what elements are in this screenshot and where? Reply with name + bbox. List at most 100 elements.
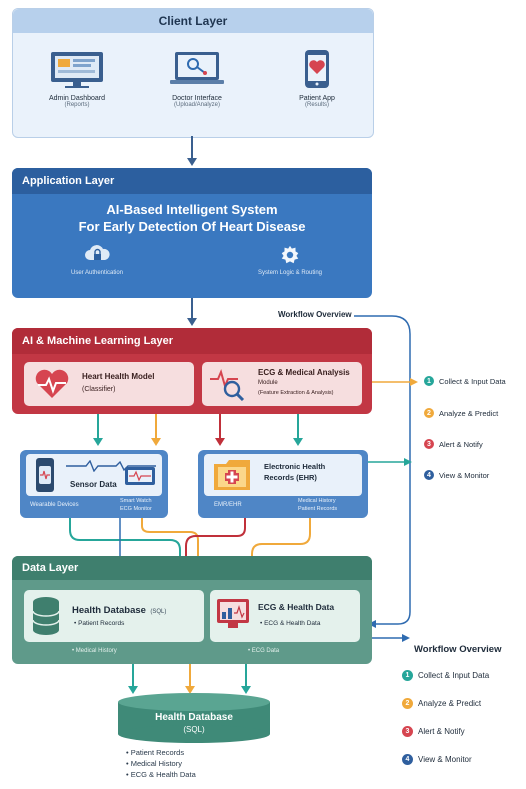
bottom-db-tag: (SQL)	[183, 725, 205, 734]
data-layer: Data Layer Health Database (SQL) • Patie…	[12, 556, 372, 664]
ecg-module-sub2: (Feature Extraction & Analysis)	[258, 390, 334, 396]
cloud-lock-icon	[85, 245, 110, 260]
workflow-top-step-1: 1 Collect & Input Data	[424, 376, 506, 386]
workflow-overview-bottom-title: Workflow Overview	[414, 644, 502, 655]
wearable-device-icon	[36, 458, 54, 492]
step-4-badge: 4	[424, 470, 434, 480]
bottom-db-list: • Patient Records • Medical History • EC…	[126, 748, 196, 779]
health-db-title-text: Health Database	[72, 605, 146, 616]
bottom-step-3-badge: 3	[402, 726, 413, 737]
ecg-analysis-module[interactable]: ECG & Medical Analysis Module (Feature E…	[202, 362, 362, 406]
system-logic-label: System Logic & Routing	[257, 270, 323, 276]
doctor-interface-label: Doctor Interface	[172, 95, 222, 102]
data-layer-title: Data Layer	[22, 562, 79, 574]
ecg-module-title: ECG & Medical Analysis	[258, 368, 350, 377]
bottom-db-item-3: • ECG & Health Data	[126, 770, 196, 779]
client-layer-header: Client Layer	[13, 9, 373, 33]
step-3-label: Alert & Notify	[439, 439, 483, 449]
bottom-db-item-2: • Medical History	[126, 759, 182, 768]
workflow-bottom-step-3: 3 Alert & Notify	[402, 726, 465, 737]
bottom-step-4-label: View & Monitor	[418, 755, 472, 764]
health-db-item: • Patient Records	[74, 620, 125, 627]
workflow-bottom-step-4: 4 View & Monitor	[402, 754, 472, 765]
heart-model-sub: (Classifier)	[82, 386, 116, 393]
ai-ml-layer-header: AI & Machine Learning Layer	[12, 328, 372, 354]
admin-dashboard-label: Admin Dashboard	[48, 95, 106, 102]
ai-ml-layer: AI & Machine Learning Layer Heart Health…	[12, 328, 372, 414]
phone-heart-icon	[305, 50, 329, 88]
ai-ml-layer-title: AI & Machine Learning Layer	[22, 335, 173, 347]
monitor-icon	[51, 52, 103, 88]
ehr-title2: Records (EHR)	[264, 473, 317, 482]
step-1-badge: 1	[424, 376, 434, 386]
ehr-right-label1: Medical History	[298, 498, 336, 504]
step-1-label: Collect & Input Data	[439, 376, 506, 386]
heart-health-model[interactable]: Heart Health Model (Classifier)	[24, 362, 194, 406]
ehr-card[interactable]: Electronic Health Records (EHR) EMR/EHR …	[198, 450, 368, 518]
bottom-step-2-badge: 2	[402, 698, 413, 709]
data-bottom-left: • Medical History	[72, 648, 117, 654]
system-title-line2: For Early Detection Of Heart Disease	[78, 219, 306, 234]
workflow-top-step-4: 4 View & Monitor	[424, 470, 489, 480]
data-layer-header: Data Layer	[12, 556, 372, 580]
bottom-database-cylinder	[118, 693, 270, 743]
bottom-db-item-1: • Patient Records	[126, 748, 185, 757]
health-database-card[interactable]: Health Database (SQL) • Patient Records	[24, 590, 204, 642]
system-logic-routing[interactable]: System Logic & Routing	[230, 244, 350, 276]
health-db-title: Health Database (SQL)	[72, 600, 166, 618]
ehr-inner: Electronic Health Records (EHR)	[204, 454, 362, 496]
workflow-overview-top-title: Workflow Overview	[276, 310, 354, 319]
ecg-health-data-card[interactable]: ECG & Health Data • ECG & Health Data	[210, 590, 360, 642]
ecg-health-item: • ECG & Health Data	[260, 620, 321, 627]
ehr-right-label2: Patient Records	[298, 506, 338, 512]
admin-dashboard-sub: (Reports)	[64, 102, 90, 108]
step-3-badge: 3	[424, 439, 434, 449]
sensor-title: Sensor Data	[70, 480, 117, 489]
bottom-db-title: Health Database	[155, 712, 233, 723]
medical-folder-icon	[214, 460, 250, 490]
patient-app[interactable]: Patient App (Results)	[275, 49, 359, 108]
bottom-step-1-badge: 1	[402, 670, 413, 681]
admin-dashboard[interactable]: Admin Dashboard (Reports)	[35, 49, 119, 108]
workflow-bottom-step-2: 2 Analyze & Predict	[402, 698, 481, 709]
application-layer: Application Layer AI-Based Intelligent S…	[12, 168, 372, 298]
laptop-stethoscope-icon	[170, 52, 224, 84]
ehr-left-label: EMR/EHR	[214, 502, 242, 508]
application-layer-title: Application Layer	[22, 175, 115, 187]
ecg-module-sub1: Module	[258, 380, 278, 386]
sensor-inner: Sensor Data	[26, 454, 162, 496]
bottom-step-1-label: Collect & Input Data	[418, 671, 490, 680]
database-icon	[32, 597, 60, 635]
ecg-health-title: ECG & Health Data	[258, 602, 335, 612]
doctor-interface[interactable]: Doctor Interface (Upload/Analyze)	[155, 49, 239, 108]
bottom-step-4-badge: 4	[402, 754, 413, 765]
step-2-label: Analyze & Predict	[439, 408, 499, 418]
sensor-data-card[interactable]: Sensor Data Wearable Devices Smart Watch…	[20, 450, 168, 518]
workflow-bottom-step-1: 1 Collect & Input Data	[402, 670, 489, 681]
bottom-step-3-label: Alert & Notify	[418, 727, 465, 736]
heart-model-title: Heart Health Model	[82, 372, 155, 381]
ecg-monitor-icon	[125, 467, 155, 485]
sensor-left-label: Wearable Devices	[30, 502, 79, 508]
doctor-interface-sub: (Upload/Analyze)	[173, 102, 221, 108]
step-2-badge: 2	[424, 408, 434, 418]
workflow-top-step-3: 3 Alert & Notify	[424, 439, 483, 449]
step-4-label: View & Monitor	[439, 470, 490, 480]
bottom-step-2-label: Analyze & Predict	[418, 699, 482, 708]
gear-icon	[281, 245, 299, 264]
health-db-tag: (SQL)	[150, 609, 167, 615]
heart-pulse-icon	[35, 369, 69, 398]
client-layer-title: Client Layer	[158, 14, 228, 28]
sensor-right-label2: ECG Monitor	[120, 506, 152, 512]
ecg-chart-icon	[217, 599, 249, 628]
user-authentication[interactable]: User Authentication	[42, 244, 152, 276]
patient-app-label: Patient App	[299, 95, 335, 102]
data-bottom-right: • ECG Data	[248, 648, 280, 654]
workflow-top-step-2: 2 Analyze & Predict	[424, 408, 498, 418]
user-authentication-label: User Authentication	[70, 270, 124, 276]
application-layer-header: Application Layer	[12, 168, 372, 194]
client-layer: Client Layer Admin Dashboard (Reports) D…	[12, 8, 374, 138]
sensor-right-label1: Smart Watch	[120, 498, 152, 504]
system-title-line1: AI-Based Intelligent System	[106, 202, 278, 217]
ehr-title1: Electronic Health	[264, 462, 326, 471]
